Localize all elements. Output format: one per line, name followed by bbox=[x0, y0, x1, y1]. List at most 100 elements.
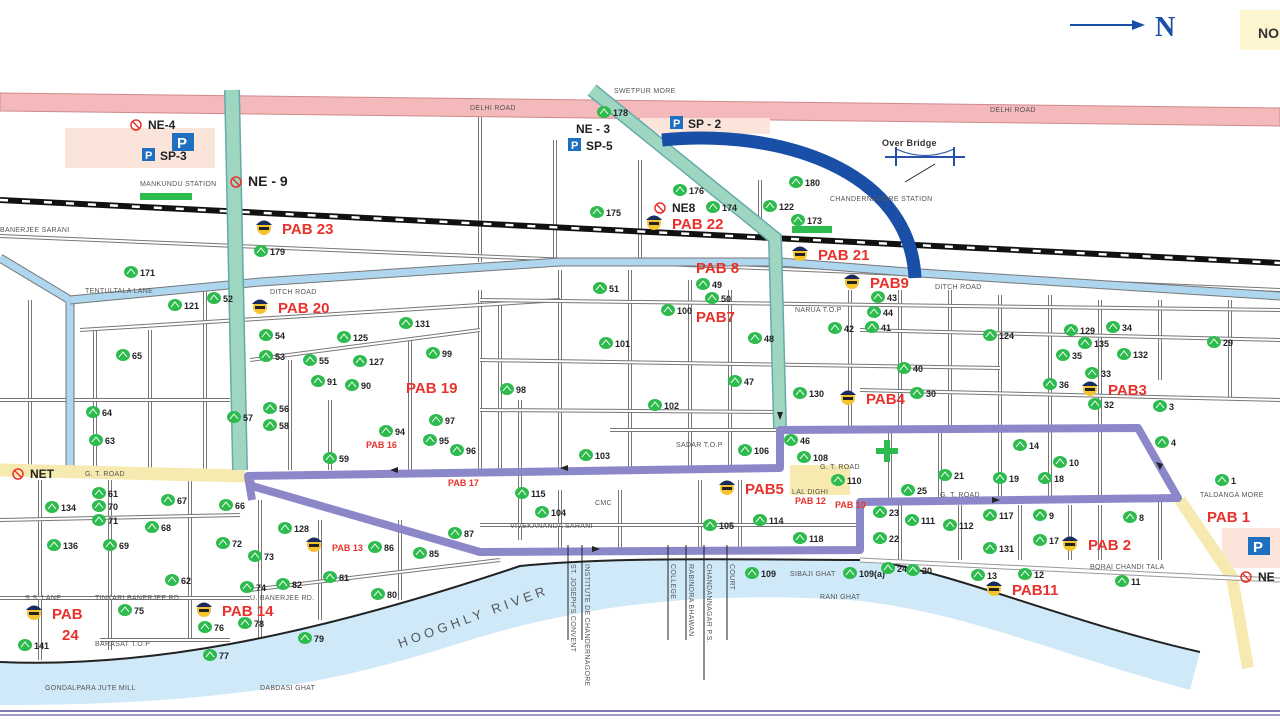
tree-marker: 53 bbox=[259, 350, 285, 362]
place-label: G. T. ROAD bbox=[85, 471, 125, 478]
tree-marker: 174 bbox=[706, 201, 737, 213]
place-label: TINKARI BANERJEE RD. bbox=[95, 595, 182, 602]
tree-icon bbox=[45, 501, 59, 513]
tree-marker: 80 bbox=[371, 588, 397, 600]
tree-icon bbox=[371, 588, 385, 600]
marker-number: 57 bbox=[243, 413, 253, 423]
pab-booth: PAB 8 bbox=[696, 260, 739, 277]
tree-marker: 52 bbox=[207, 292, 233, 304]
vertical-place-label: COLLEGE bbox=[669, 564, 676, 599]
marker-number: 141 bbox=[34, 641, 49, 651]
tree-icon bbox=[1064, 324, 1078, 336]
marker-number: 19 bbox=[1009, 474, 1019, 484]
marker-number: 103 bbox=[595, 451, 610, 461]
tree-icon bbox=[705, 292, 719, 304]
pab-booth: PAB 20 bbox=[252, 299, 329, 317]
green-road-east bbox=[588, 85, 786, 429]
tree-marker: 141 bbox=[18, 639, 49, 651]
place-label: U. BANERJEE RD. bbox=[250, 595, 314, 602]
checkpoint: NE bbox=[1240, 570, 1275, 584]
tree-marker: 61 bbox=[92, 487, 118, 499]
tree-marker: 173 bbox=[791, 214, 822, 226]
marker-number: 58 bbox=[279, 421, 289, 431]
tree-icon bbox=[259, 350, 273, 362]
tree-marker: 74 bbox=[240, 581, 266, 593]
tree-icon bbox=[92, 514, 106, 526]
tree-marker: 34 bbox=[1106, 321, 1132, 333]
marker-number: 47 bbox=[744, 377, 754, 387]
tree-icon bbox=[248, 550, 262, 562]
tree-marker: 171 bbox=[124, 266, 155, 278]
tree-icon bbox=[789, 176, 803, 188]
tree-icon bbox=[198, 621, 212, 633]
tree-marker: 24 bbox=[881, 562, 907, 574]
checkpoint-label: NE bbox=[1258, 570, 1275, 584]
marker-number: 13 bbox=[987, 571, 997, 581]
tree-icon bbox=[661, 304, 675, 316]
tree-icon bbox=[599, 337, 613, 349]
parking-letter: P bbox=[673, 118, 680, 130]
tree-icon bbox=[843, 567, 857, 579]
marker-number: 29 bbox=[1223, 338, 1233, 348]
tree-marker: 4 bbox=[1155, 436, 1176, 448]
pab-booth: PAB 17 bbox=[448, 478, 479, 488]
tree-icon bbox=[1117, 348, 1131, 360]
pab-label: PAB 23 bbox=[282, 221, 333, 238]
tree-marker: 62 bbox=[165, 574, 191, 586]
marker-number: 80 bbox=[387, 590, 397, 600]
marker-number: 33 bbox=[1101, 369, 1111, 379]
pab-label: PAB7 bbox=[696, 309, 735, 326]
tree-marker: 10 bbox=[1053, 456, 1079, 468]
marker-number: 42 bbox=[844, 324, 854, 334]
tree-marker: 95 bbox=[423, 434, 449, 446]
tree-icon bbox=[216, 537, 230, 549]
marker-number: 21 bbox=[954, 471, 964, 481]
tree-icon bbox=[413, 547, 427, 559]
legend-box-text: NO bbox=[1258, 25, 1279, 41]
marker-number: 25 bbox=[917, 486, 927, 496]
tree-marker: 41 bbox=[865, 321, 891, 333]
marker-number: 111 bbox=[921, 516, 935, 526]
tree-icon bbox=[1033, 534, 1047, 546]
marker-number: 85 bbox=[429, 549, 439, 559]
tree-icon bbox=[593, 282, 607, 294]
tree-marker: 82 bbox=[276, 578, 302, 590]
parking-icon: P bbox=[1248, 537, 1270, 556]
tree-marker: 114 bbox=[753, 514, 784, 526]
tree-marker: 9 bbox=[1033, 509, 1054, 521]
parking-icon: P bbox=[172, 133, 194, 152]
tree-icon bbox=[910, 387, 924, 399]
tree-marker: 106 bbox=[738, 444, 769, 456]
overbridge bbox=[661, 131, 922, 279]
tree-marker: 54 bbox=[259, 329, 285, 341]
tree-marker: 102 bbox=[648, 399, 679, 411]
tree-icon bbox=[867, 306, 881, 318]
tree-marker: 55 bbox=[303, 354, 329, 366]
marker-number: 101 bbox=[615, 339, 630, 349]
marker-number: 67 bbox=[177, 496, 187, 506]
marker-number: 98 bbox=[516, 385, 526, 395]
tree-icon bbox=[1106, 321, 1120, 333]
tree-marker: 118 bbox=[793, 532, 824, 544]
pab-booth: PAB 21 bbox=[792, 246, 869, 264]
tree-icon bbox=[323, 452, 337, 464]
marker-number: 95 bbox=[439, 436, 449, 446]
pab-label: PAB 14 bbox=[222, 603, 274, 620]
tree-marker: 51 bbox=[593, 282, 619, 294]
tree-icon bbox=[379, 425, 393, 437]
tree-marker: 108 bbox=[797, 451, 828, 463]
tree-icon bbox=[1013, 439, 1027, 451]
marker-number: 100 bbox=[677, 306, 692, 316]
vertical-place-label: CHANDANNAGAR P.S. bbox=[705, 564, 712, 643]
tree-marker: 90 bbox=[345, 379, 371, 391]
green-road-west bbox=[225, 89, 247, 471]
pab-booth: PAB 23 bbox=[256, 220, 333, 238]
hooghly-river bbox=[0, 559, 1200, 705]
marker-number: 134 bbox=[61, 503, 76, 513]
tree-marker: 66 bbox=[219, 499, 245, 511]
marker-number: 22 bbox=[889, 534, 899, 544]
tree-icon bbox=[303, 354, 317, 366]
tree-icon bbox=[1155, 436, 1169, 448]
tree-icon bbox=[207, 292, 221, 304]
no-entry-icon bbox=[654, 202, 666, 214]
